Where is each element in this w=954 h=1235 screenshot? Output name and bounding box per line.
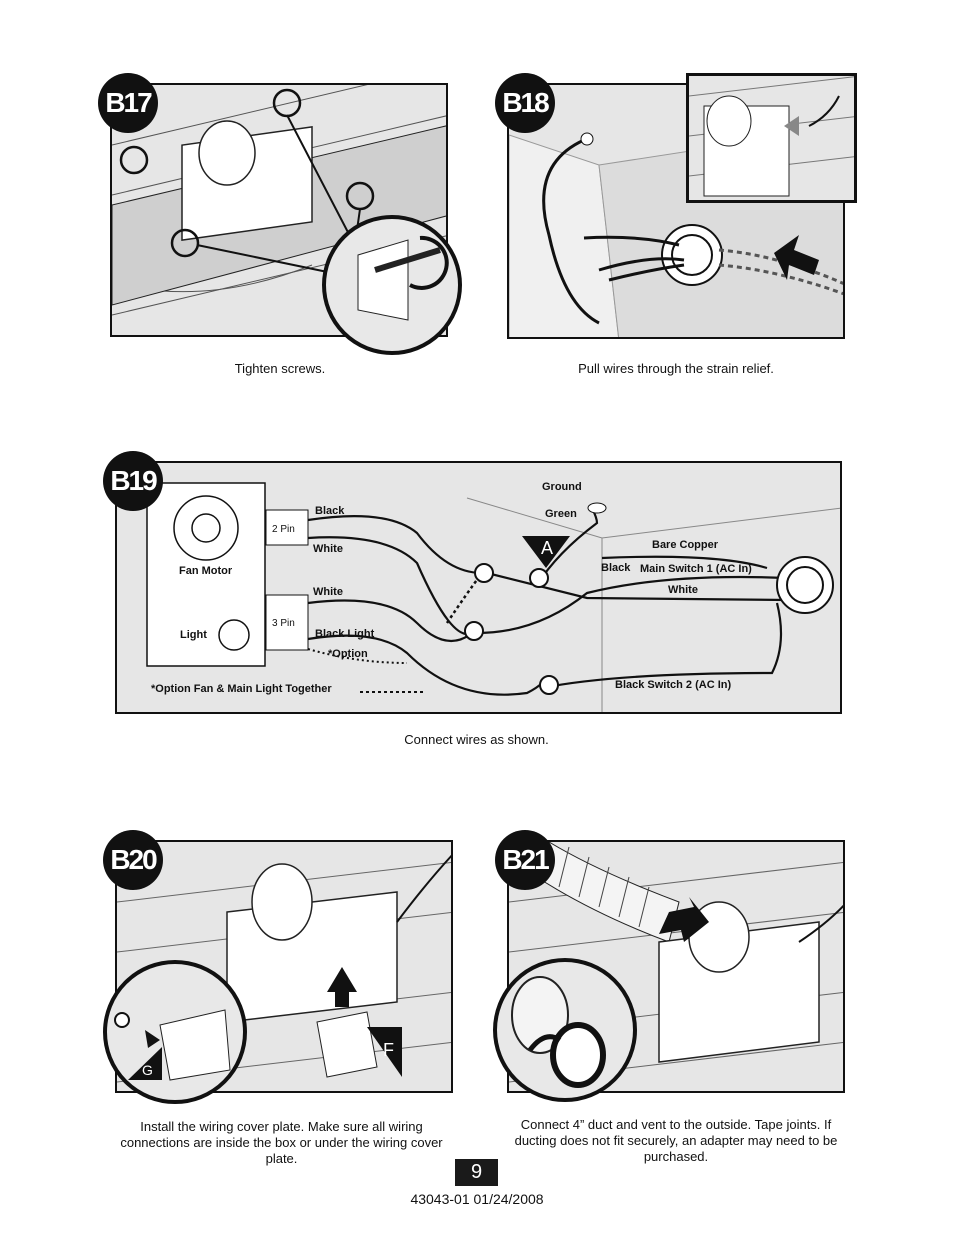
- label-black: Black: [315, 505, 345, 517]
- step-b21-caption: Connect 4” duct and vent to the outside.…: [514, 1117, 838, 1164]
- step-b19-badge: B19: [103, 451, 163, 511]
- label-black-light: Black Light: [315, 628, 375, 640]
- label-3-pin: 3 Pin: [272, 618, 295, 629]
- label-white-right: White: [668, 584, 698, 596]
- b20-cover-plate-drawing: [117, 854, 451, 1083]
- marker-f: F: [383, 1040, 394, 1060]
- label-black-right: Black: [601, 562, 631, 574]
- label-black-switch-2: Black Switch 2 (AC In): [615, 679, 732, 691]
- label-ground: Ground: [542, 481, 582, 493]
- label-light: Light: [180, 629, 207, 641]
- step-b17-caption: Tighten screws.: [234, 361, 326, 376]
- marker-g: G: [142, 1062, 153, 1078]
- marker-a: A: [541, 538, 554, 558]
- label-option: *Option: [328, 648, 368, 660]
- b21-duct-drawing: [509, 842, 843, 1083]
- label-option-note: *Option Fan & Main Light Together: [151, 683, 332, 695]
- step-b19-caption: Connect wires as shown.: [404, 732, 549, 747]
- step-b20-caption: Install the wiring cover plate. Make sur…: [120, 1119, 443, 1166]
- step-b21-illustration: [507, 840, 845, 1093]
- step-b20-illustration: F: [115, 840, 453, 1093]
- label-white-mid: White: [313, 586, 343, 598]
- label-main-switch: Main Switch 1 (AC In): [640, 563, 752, 575]
- label-2-pin: 2 Pin: [272, 524, 295, 535]
- step-b18-inset: [686, 73, 857, 203]
- step-b20-badge: B20: [103, 830, 163, 890]
- b17-fan-install-drawing: [112, 85, 446, 316]
- step-b19-wiring-diagram: Fan Motor Light 2 Pin 3 Pin Black White …: [115, 461, 842, 714]
- page-number: 9: [455, 1159, 498, 1186]
- step-b21-badge: B21: [495, 830, 555, 890]
- b18-inset-drawing: [689, 76, 854, 197]
- step-b18-caption: Pull wires through the strain relief.: [578, 361, 774, 376]
- label-fan-motor: Fan Motor: [179, 565, 233, 577]
- step-b17-badge: B17: [98, 73, 158, 133]
- b19-wires: [146, 482, 840, 712]
- label-green: Green: [545, 508, 577, 520]
- label-white-top: White: [313, 543, 343, 555]
- step-b17-illustration: [110, 83, 448, 337]
- label-bare-copper: Bare Copper: [652, 539, 719, 551]
- document-id: 43043-01 01/24/2008: [410, 1191, 544, 1207]
- step-b18-badge: B18: [495, 73, 555, 133]
